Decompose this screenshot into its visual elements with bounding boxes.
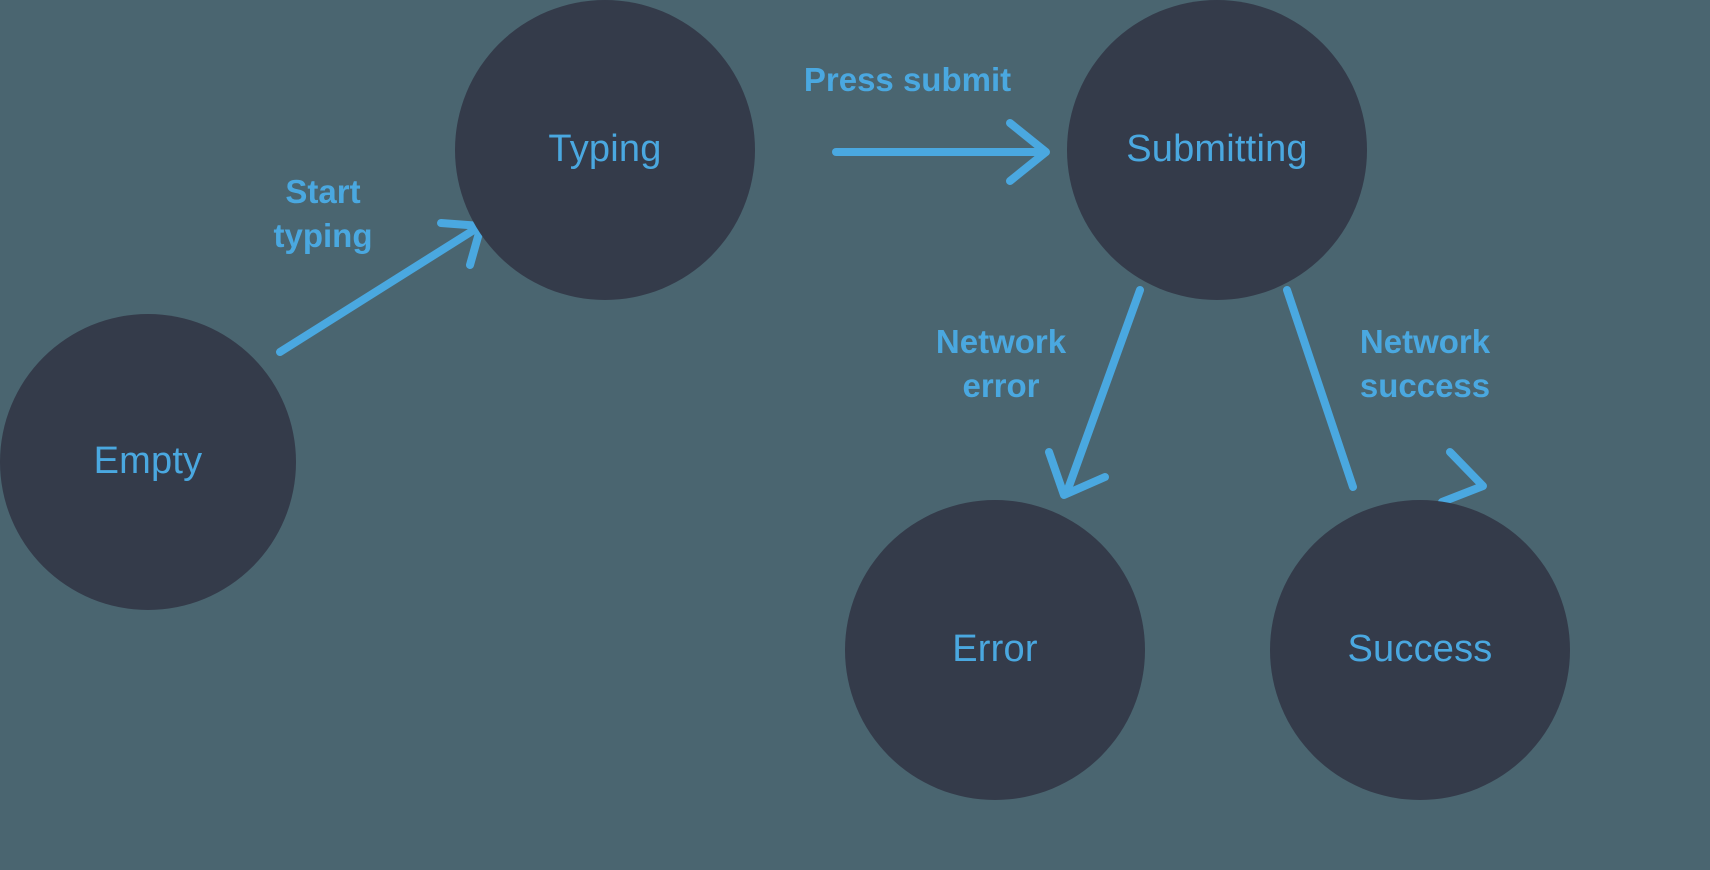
edge-paths xyxy=(276,119,1487,506)
state-node-success[interactable]: Success xyxy=(1270,500,1570,800)
edge-line-network-success xyxy=(1283,286,1357,491)
state-node-label: Empty xyxy=(93,440,203,483)
edge-line-start-typing xyxy=(276,224,481,356)
edge-label-network-success: Network success xyxy=(1359,323,1491,404)
state-node-label: Submitting xyxy=(1126,128,1308,171)
state-node-label: Success xyxy=(1347,628,1493,671)
state-node-submitting[interactable]: Submitting xyxy=(1067,0,1367,300)
arrowhead-network-success xyxy=(1438,448,1487,506)
state-node-label: Error xyxy=(952,628,1038,671)
edge-label-network-error: Network error xyxy=(935,323,1067,404)
arrowhead-network-error xyxy=(1045,448,1109,499)
state-node-typing[interactable]: Typing xyxy=(455,0,755,300)
state-node-label: Typing xyxy=(548,128,662,171)
edge-label-start-typing: Start typing xyxy=(273,173,373,254)
edge-line-network-error xyxy=(1064,286,1144,493)
state-node-empty[interactable]: Empty xyxy=(0,314,296,610)
edge-label-press-submit: Press submit xyxy=(803,61,1012,98)
arrowhead-press-submit xyxy=(1006,119,1050,185)
state-node-error[interactable]: Error xyxy=(845,500,1145,800)
